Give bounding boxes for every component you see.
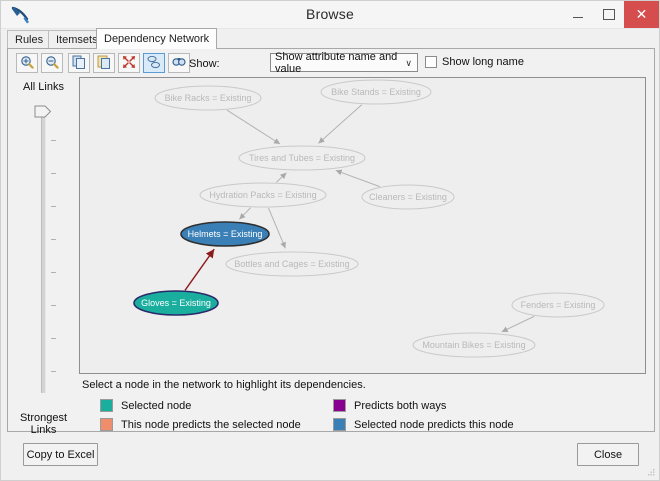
legend-label: Predicts both ways <box>354 399 447 412</box>
slider-tick <box>51 173 56 174</box>
copy-graph-button[interactable] <box>93 53 115 73</box>
legend-label: Selected node predicts this node <box>354 418 514 431</box>
zoom-in-icon <box>20 55 34 72</box>
close-icon: ✕ <box>635 6 648 22</box>
graph-edge <box>276 172 287 183</box>
legend: Selected node This node predicts the sel… <box>82 399 642 431</box>
legend-item-predicts-selected: This node predicts the selected node <box>100 418 301 431</box>
zoom-out-button[interactable] <box>41 53 63 73</box>
pickaxe-icon <box>11 6 31 24</box>
graph-node-cleaners[interactable]: Cleaners = Existing <box>361 184 455 210</box>
resize-grip-icon[interactable] <box>646 468 655 477</box>
dependency-network-panel: Show: Show attribute name and value ∨ Sh… <box>7 48 655 436</box>
graph-node-fenders[interactable]: Fenders = Existing <box>511 292 605 318</box>
slider-tick <box>51 239 56 240</box>
slider-tick <box>51 338 56 339</box>
dependency-graph-canvas[interactable]: Bike Racks = Existing Bike Stands = Exist… <box>79 77 646 374</box>
show-select-value: Show attribute name and value <box>275 50 398 75</box>
copy-to-excel-button[interactable]: Copy to Excel <box>23 443 98 466</box>
maximize-button[interactable] <box>593 1 624 28</box>
graph-node-helmets[interactable]: Helmets = Existing <box>180 221 270 247</box>
legend-swatch <box>100 418 113 431</box>
legend-item-selected-node: Selected node <box>100 399 191 412</box>
tab-dependency-network[interactable]: Dependency Network <box>96 28 218 49</box>
tab-strip: Rules Itemsets Dependency Network <box>7 28 655 49</box>
legend-item-selected-predicts: Selected node predicts this node <box>333 418 514 431</box>
legend-label: Selected node <box>121 399 192 412</box>
graph-edge <box>501 315 535 333</box>
graph-node-gloves[interactable]: Gloves = Existing <box>133 290 219 316</box>
tab-label: Dependency Network <box>104 33 210 45</box>
legend-item-both-ways: Predicts both ways <box>333 399 446 412</box>
title-bar: Browse ✕ <box>1 1 659 29</box>
copy-icon <box>72 55 86 72</box>
show-long-name-checkbox[interactable]: Show long name <box>425 56 524 68</box>
copy-to-excel-label: Copy to Excel <box>26 448 95 461</box>
legend-swatch <box>333 399 346 412</box>
slider-tick <box>51 272 56 273</box>
graph-edge <box>238 207 251 220</box>
legend-swatch <box>333 418 346 431</box>
chevron-down-icon: ∨ <box>405 58 412 68</box>
network-layout-icon <box>147 55 161 72</box>
copy-button[interactable] <box>68 53 90 73</box>
graph-edge <box>184 248 215 291</box>
graph-edge <box>318 104 363 144</box>
network-layout-button[interactable] <box>143 53 165 73</box>
close-button[interactable]: Close <box>577 443 639 466</box>
slider-bottom-label: Strongest Links <box>19 412 68 436</box>
slider-tick <box>51 305 56 306</box>
selection-hint: Select a node in the network to highligh… <box>82 379 366 391</box>
close-window-button[interactable]: ✕ <box>624 1 659 28</box>
graph-edge <box>226 109 281 145</box>
tab-rules[interactable]: Rules <box>7 30 52 48</box>
legend-label: This node predicts the selected node <box>121 418 301 431</box>
page-title: Browse <box>306 6 354 22</box>
find-node-button[interactable] <box>168 53 190 73</box>
show-long-name-label: Show long name <box>442 56 524 68</box>
graph-edge-layer <box>184 104 535 333</box>
fit-to-window-button[interactable] <box>118 53 140 73</box>
copy-graph-icon <box>97 55 111 72</box>
show-select[interactable]: Show attribute name and value ∨ <box>270 50 418 75</box>
link-strength-slider[interactable]: All Links Strongest Links <box>8 77 79 436</box>
graph-node-tires_tubes[interactable]: Tires and Tubes = Existing <box>238 145 366 171</box>
legend-swatch <box>100 399 113 412</box>
slider-top-label: All Links <box>23 81 64 93</box>
slider-tick <box>51 140 56 141</box>
slider-track[interactable] <box>41 110 46 393</box>
graph-toolbar: Show: Show attribute name and value ∨ Sh… <box>8 49 654 75</box>
find-node-icon <box>172 55 186 72</box>
graph-node-mountain_bikes[interactable]: Mountain Bikes = Existing <box>412 332 536 358</box>
zoom-in-button[interactable] <box>16 53 38 73</box>
close-button-label: Close <box>593 448 623 461</box>
graph-node-hydration_packs[interactable]: Hydration Packs = Existing <box>199 182 327 208</box>
graph-node-bike_racks[interactable]: Bike Racks = Existing <box>154 85 262 111</box>
graph-node-bottles_cages[interactable]: Bottles and Cages = Existing <box>225 251 359 277</box>
checkbox-box <box>425 56 437 68</box>
show-label: Show: <box>189 58 220 70</box>
graph-edge <box>267 207 286 249</box>
graph-edge <box>335 169 380 188</box>
fit-to-window-icon <box>122 55 136 72</box>
slider-tick <box>51 206 56 207</box>
tab-label: Itemsets <box>56 33 98 46</box>
zoom-out-icon <box>45 55 59 72</box>
slider-tick <box>51 371 56 372</box>
tab-label: Rules <box>15 33 44 46</box>
graph-node-bike_stands[interactable]: Bike Stands = Existing <box>320 79 432 105</box>
minimize-button[interactable] <box>562 1 593 28</box>
